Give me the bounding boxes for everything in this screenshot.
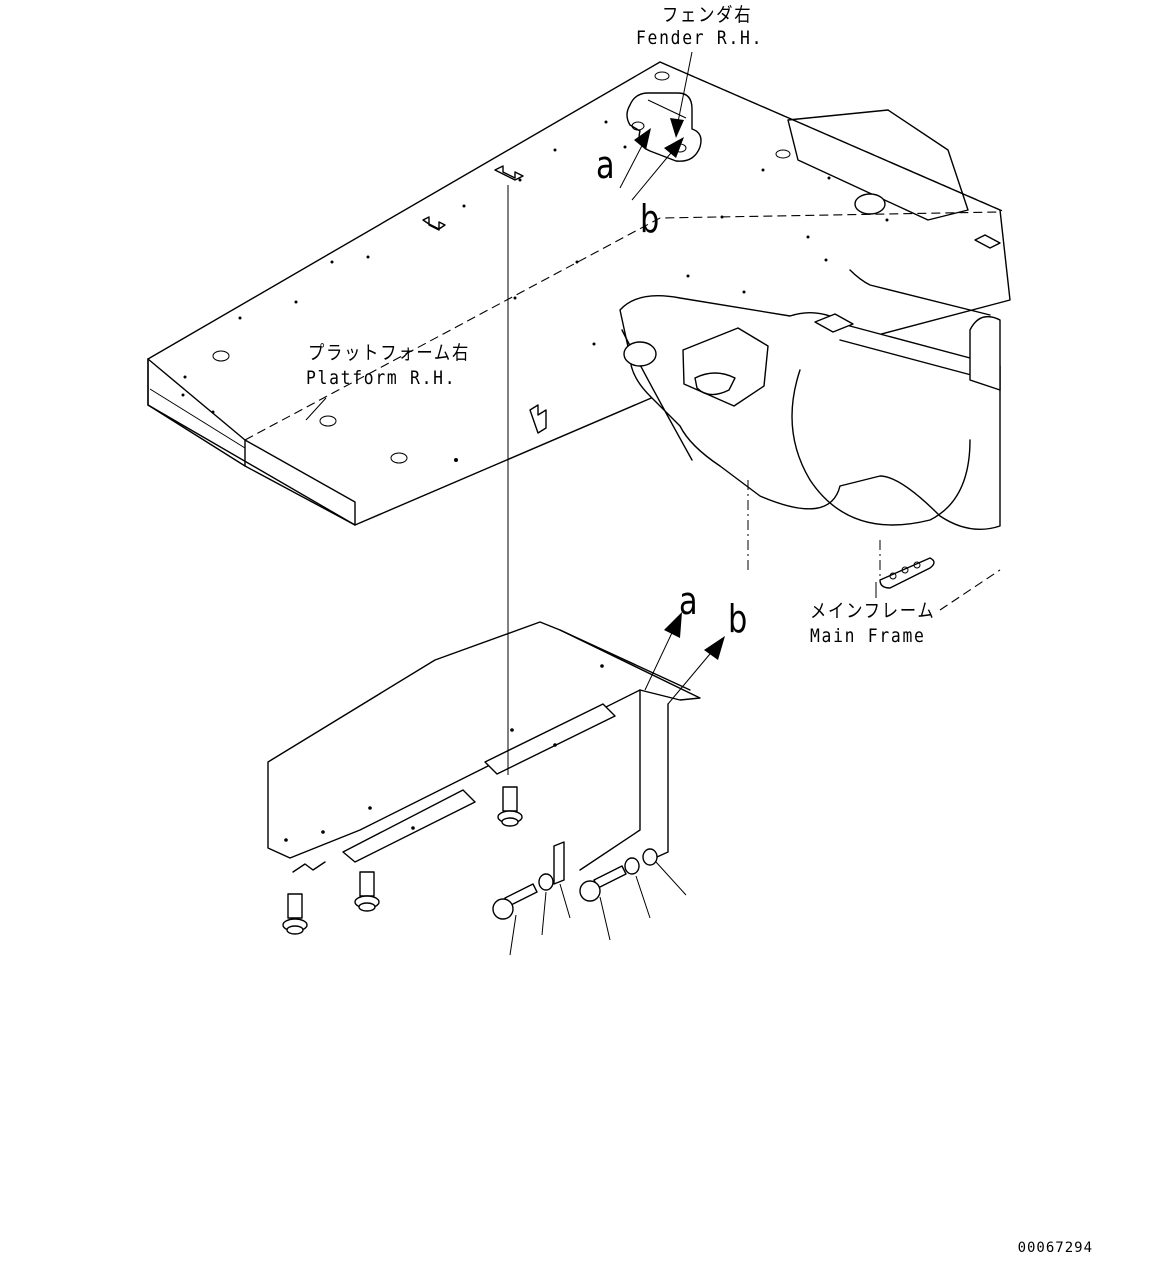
platform-label-en: Platform R.H. — [306, 367, 457, 389]
hex-bolt-1 — [492, 883, 538, 920]
washer-3 — [642, 848, 658, 866]
hex-bolt-2 — [579, 865, 627, 902]
platform-rh — [147, 61, 1011, 526]
reference-letter-a-lower: a — [679, 579, 698, 623]
leader-lines — [305, 51, 877, 956]
reference-letter-b-upper: b — [640, 197, 660, 241]
reference-letter-b-lower: b — [728, 597, 748, 641]
reference-letter-a-upper: a — [596, 143, 615, 187]
main-frame — [619, 109, 1001, 611]
washer-1 — [538, 873, 554, 891]
fender-label-jp: フェンダ右 — [662, 4, 753, 26]
fender-label-en: Fender R.H. — [636, 27, 764, 49]
lock-plate — [553, 841, 565, 885]
flange-bolt-3 — [497, 786, 523, 827]
flange-bolt-2 — [354, 871, 380, 912]
main-frame-label-jp: メインフレーム — [810, 600, 936, 622]
washer-2 — [624, 857, 640, 875]
platform-label-jp: プラットフォーム右 — [308, 342, 471, 364]
flange-bolt-1 — [282, 893, 308, 935]
fasteners — [282, 786, 658, 935]
fender-panel — [267, 621, 701, 873]
main-frame-label-en: Main Frame — [810, 625, 926, 647]
document-number: 00067294 — [1017, 1240, 1093, 1256]
